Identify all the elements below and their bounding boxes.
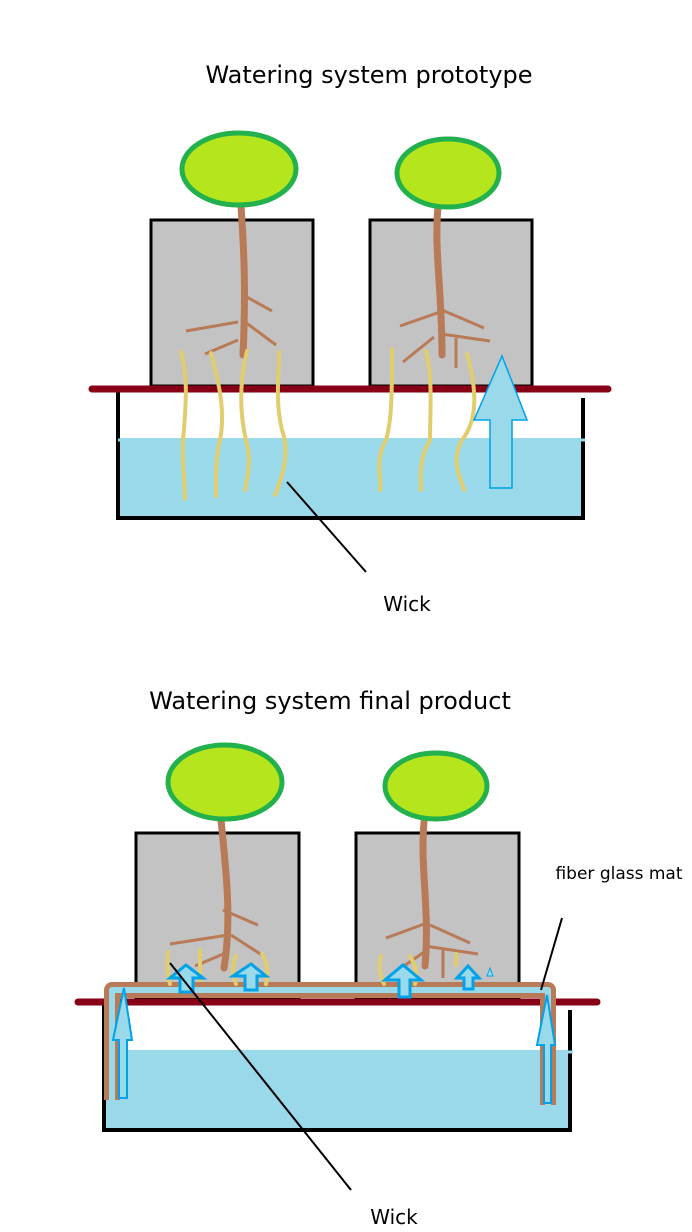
leaf-canopy [394,136,502,210]
wick [179,350,188,501]
stem [419,818,430,970]
plant-left [165,742,285,972]
plant-right [394,136,502,368]
arrow-up-icon [111,987,134,1099]
prototype-title: Watering system prototype [205,61,532,89]
arrow-up-icon [380,963,426,999]
reservoir-tank [116,392,585,520]
pot-right [354,831,521,1000]
roots [169,908,266,968]
pot-left [134,831,301,1000]
wick-label: Wick [370,1205,418,1229]
prototype-diagram: Watering system prototype [88,61,612,616]
roots [385,921,479,978]
wick-label: Wick [383,592,431,616]
pot-right [368,218,534,388]
water-flow-arrows [111,962,557,1104]
final-product-diagram: Watering system final product [74,687,683,1229]
wick-pointer-line [286,481,367,573]
mat-pointer-line [540,917,563,991]
arrow-up-icon [453,963,483,991]
arrow-up-icon [535,994,557,1104]
final-title: Watering system final product [149,687,511,715]
roots [399,308,491,368]
reservoir-water [118,438,583,518]
leaf-canopy [382,750,490,822]
wick-pointer-line [169,962,352,1191]
arrow-up-icon [228,962,271,992]
leaf-canopy [179,130,299,208]
leaf-canopy [165,742,285,822]
fiber-glass-mat-label: fiber glass mat [555,864,682,884]
water-flow-arrow-icon [472,354,529,489]
arrow-up-icon [486,966,494,977]
plant-left [179,130,299,359]
stem [237,202,248,359]
roots [185,294,277,356]
wicks [179,347,477,501]
plant-right [382,750,490,978]
pot-left [149,218,315,388]
reservoir-water [104,1050,570,1130]
